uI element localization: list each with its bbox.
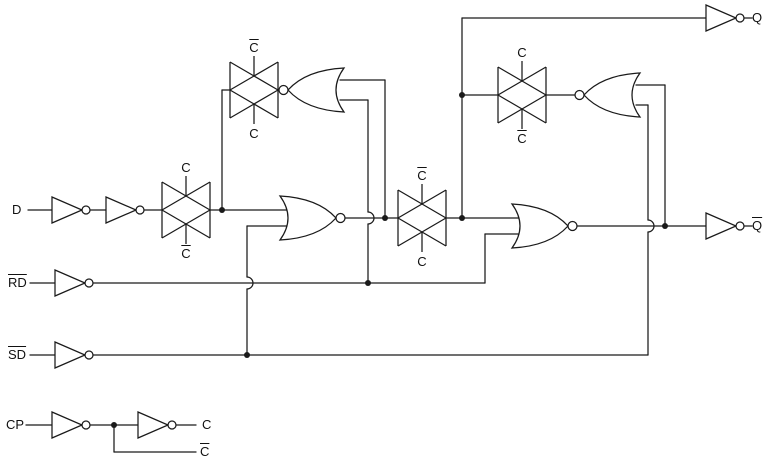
input-cp-label: CP: [6, 417, 25, 432]
junction-dot: [244, 352, 250, 358]
output-cbar-label: C: [200, 444, 210, 459]
nor-bubble: [278, 84, 289, 96]
inverter-triangle: [137, 411, 170, 439]
junction-dot: [111, 422, 117, 428]
inverter: [54, 341, 94, 369]
junction-dot: [459, 215, 465, 221]
inverter-triangle: [51, 411, 84, 439]
wire-hop: [367, 211, 375, 225]
output-qbar-label: Q: [752, 218, 763, 233]
tg3-top-control-label: C: [417, 168, 427, 183]
junction-dot: [219, 207, 225, 213]
inverter-triangle: [54, 269, 87, 297]
nor-body: [278, 195, 337, 241]
junction-dot: [365, 280, 371, 286]
inverter-bubble: [84, 350, 94, 360]
inverter-bubble: [735, 13, 745, 23]
output-q-label: Q: [752, 10, 763, 25]
input-sd-label: SD: [8, 347, 27, 362]
nor-body: [287, 67, 346, 113]
output-c-label: C: [202, 417, 212, 432]
junction-dots: [111, 92, 668, 428]
junction-dot: [459, 92, 465, 98]
nor-gate: [574, 72, 642, 118]
tg3-bottom-control-label: C: [417, 254, 427, 269]
nor-gate: [278, 67, 346, 113]
transmission-gate: [229, 56, 279, 124]
inverter: [705, 4, 745, 32]
inverter: [705, 212, 745, 240]
nor-body: [583, 72, 642, 118]
nor-bubble: [335, 212, 346, 224]
inverter-bubble: [167, 420, 177, 430]
input-rd-label: RD: [8, 275, 27, 290]
tg1-top-control-label: C: [249, 40, 259, 55]
junction-dot: [662, 223, 668, 229]
nor-body: [510, 203, 569, 249]
inverter: [137, 411, 177, 439]
inverter-bubble: [735, 221, 745, 231]
inverter-triangle: [705, 212, 738, 240]
inverter-bubble: [135, 205, 145, 215]
inverter-bubble: [81, 205, 91, 215]
inverter-triangle: [54, 341, 87, 369]
wire-hop: [647, 219, 655, 233]
tg2-top-control-label: C: [181, 160, 191, 175]
inverter-bubble: [84, 278, 94, 288]
inverter-bubble: [81, 420, 91, 430]
nor-gate: [278, 195, 346, 241]
wire-hop: [246, 276, 254, 290]
inverter: [51, 411, 91, 439]
tg4-top-control-label: C: [517, 45, 527, 60]
gates: [51, 4, 745, 439]
inverter: [51, 196, 91, 224]
inverter: [105, 196, 145, 224]
input-d-label: D: [12, 202, 22, 217]
junction-dot: [382, 215, 388, 221]
transmission-gate: [397, 184, 447, 252]
inverter-triangle: [705, 4, 738, 32]
tg4-bottom-control-label: C: [517, 131, 527, 146]
transmission-gate: [161, 176, 211, 244]
inverter-triangle: [51, 196, 84, 224]
wires: [25, 17, 753, 453]
inverter-triangle: [105, 196, 138, 224]
inverter: [54, 269, 94, 297]
tg2-bottom-control-label: C: [181, 246, 191, 261]
nor-bubble: [567, 220, 578, 232]
nor-gate: [510, 203, 578, 249]
nor-bubble: [574, 89, 585, 101]
transmission-gate: [497, 61, 547, 129]
tg1-bottom-control-label: C: [249, 126, 259, 141]
